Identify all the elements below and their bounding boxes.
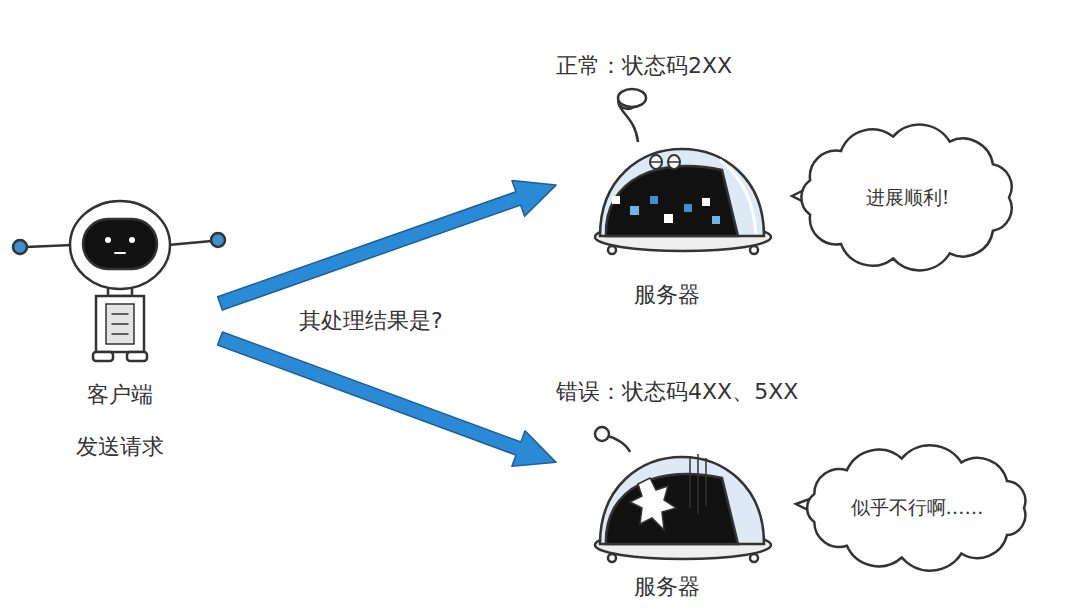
client-robot — [13, 201, 225, 361]
node-heading: 错误：状态码4XX、5XX — [556, 378, 798, 406]
server-robot-ok — [595, 89, 812, 254]
speech-text: 似乎不行啊…… — [851, 496, 984, 520]
client-node: 客户端发送请求 — [20, 190, 220, 460]
node-caption: 服务器 — [634, 281, 700, 309]
node-caption: 发送请求 — [76, 433, 164, 461]
speech-cloud: 似乎不行啊…… — [804, 452, 1030, 564]
arrow-question: 其处理结果是? — [296, 306, 446, 336]
cloud-shape — [801, 125, 1011, 271]
node-caption: 服务器 — [634, 573, 700, 601]
request-arrow — [218, 180, 556, 310]
speech-cloud: 进展顺利! — [800, 130, 1015, 265]
node-heading: 客户端 — [87, 381, 153, 409]
request-arrow — [218, 332, 556, 466]
node-heading: 正常：状态码2XX — [556, 52, 732, 80]
server-robot-error — [595, 427, 812, 562]
speech-text: 进展顺利! — [866, 186, 950, 210]
cloud-shape — [807, 445, 1025, 570]
